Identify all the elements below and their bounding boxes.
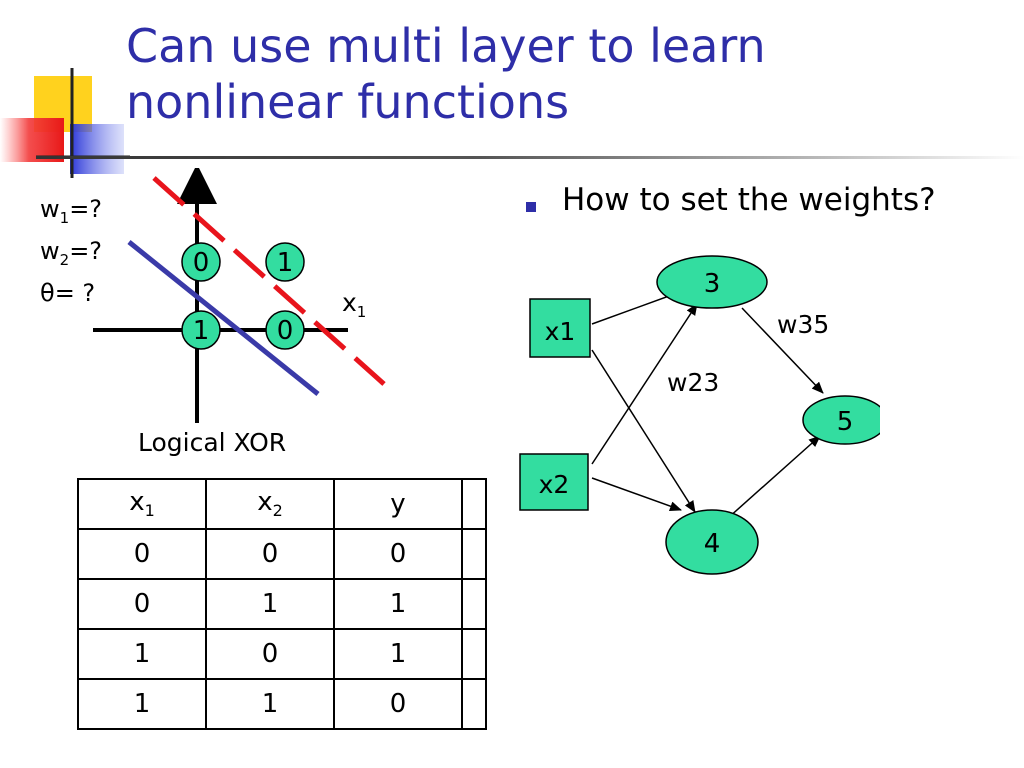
edge-x2-3 bbox=[591, 303, 698, 465]
hidden-node-3: 3 bbox=[656, 255, 768, 309]
table-cell: 0 bbox=[77, 578, 207, 630]
table-header-cell bbox=[461, 478, 487, 530]
weight-label-w23: w23 bbox=[667, 368, 719, 397]
ornament-red-bar bbox=[0, 118, 64, 162]
table-row: 1 1 0 bbox=[77, 678, 487, 730]
xor-point: 1 bbox=[181, 310, 221, 350]
bullet-text: How to set the weights? bbox=[562, 182, 936, 218]
title-divider bbox=[36, 156, 1024, 159]
truth-table: x1 x2 y 0 0 0 0 1 1 1 0 1 1 1 0 bbox=[77, 478, 487, 730]
table-header-cell: x2 bbox=[205, 478, 335, 530]
svg-text:4: 4 bbox=[704, 529, 721, 559]
network-diagram: x1 x2 3 4 5 w35 w23 bbox=[519, 255, 880, 575]
svg-text:5: 5 bbox=[837, 407, 854, 437]
weight-label-w35: w35 bbox=[777, 310, 829, 339]
svg-text:3: 3 bbox=[704, 269, 721, 299]
param-w1: w1=? bbox=[40, 195, 103, 227]
title-ornament bbox=[0, 68, 130, 178]
table-cell: 1 bbox=[205, 578, 335, 630]
xor-point: 1 bbox=[265, 242, 305, 282]
slide-title: Can use multi layer to learn nonlinear f… bbox=[126, 18, 1006, 130]
table-cell: 0 bbox=[77, 528, 207, 580]
param-w2: w2=? bbox=[40, 236, 103, 269]
table-cell: 1 bbox=[77, 678, 207, 730]
table-cell bbox=[461, 578, 487, 630]
edge-x2-4 bbox=[591, 477, 682, 511]
hidden-node-4: 4 bbox=[665, 509, 759, 575]
parameter-list: w1=? w2=? θ= ? bbox=[40, 193, 102, 310]
xor-point-label: 0 bbox=[193, 248, 210, 278]
table-cell: 1 bbox=[77, 628, 207, 680]
bullet-marker bbox=[526, 202, 536, 212]
output-node-5: 5 bbox=[802, 395, 880, 445]
xor-point: 0 bbox=[265, 310, 305, 350]
table-cell: 0 bbox=[333, 678, 463, 730]
table-cell bbox=[461, 628, 487, 680]
edge-x1-4 bbox=[591, 349, 696, 513]
ornament-blue-square bbox=[70, 124, 124, 174]
table-row: 0 0 0 bbox=[77, 528, 487, 580]
table-cell: 1 bbox=[205, 678, 335, 730]
input-node-x1: x1 bbox=[529, 298, 591, 358]
edge-4-5 bbox=[727, 435, 821, 519]
edge-3-5 bbox=[741, 307, 824, 394]
blue-decision-line bbox=[127, 240, 320, 396]
table-cell: 1 bbox=[333, 628, 463, 680]
xor-point-label: 1 bbox=[277, 248, 294, 278]
table-cell: 0 bbox=[205, 628, 335, 680]
slide-title-line2: nonlinear functions bbox=[126, 75, 570, 129]
table-header-cell: y bbox=[333, 478, 463, 530]
slide-title-line1: Can use multi layer to learn bbox=[126, 19, 766, 73]
xor-point-label: 1 bbox=[193, 316, 210, 346]
table-cell: 0 bbox=[333, 528, 463, 580]
table-cell bbox=[461, 528, 487, 580]
table-row: 1 0 1 bbox=[77, 628, 487, 680]
table-cell bbox=[461, 678, 487, 730]
table-header-row: x1 x2 y bbox=[77, 478, 487, 530]
xor-point-label: 0 bbox=[277, 316, 294, 346]
table-cell: 0 bbox=[205, 528, 335, 580]
xor-point: 0 bbox=[181, 242, 221, 282]
param-theta: θ= ? bbox=[40, 278, 96, 307]
table-row: 0 1 1 bbox=[77, 578, 487, 630]
svg-text:x1: x1 bbox=[545, 317, 576, 346]
table-cell: 1 bbox=[333, 578, 463, 630]
input-node-x2: x2 bbox=[519, 453, 589, 511]
svg-text:x2: x2 bbox=[539, 470, 570, 499]
xor-caption: Logical XOR bbox=[138, 428, 287, 457]
edge-x1-3 bbox=[591, 291, 681, 325]
table-header-cell: x1 bbox=[77, 478, 207, 530]
xor-plot: 0 1 1 0 x1 bbox=[93, 168, 386, 423]
x-axis-label: x1 bbox=[342, 288, 366, 321]
